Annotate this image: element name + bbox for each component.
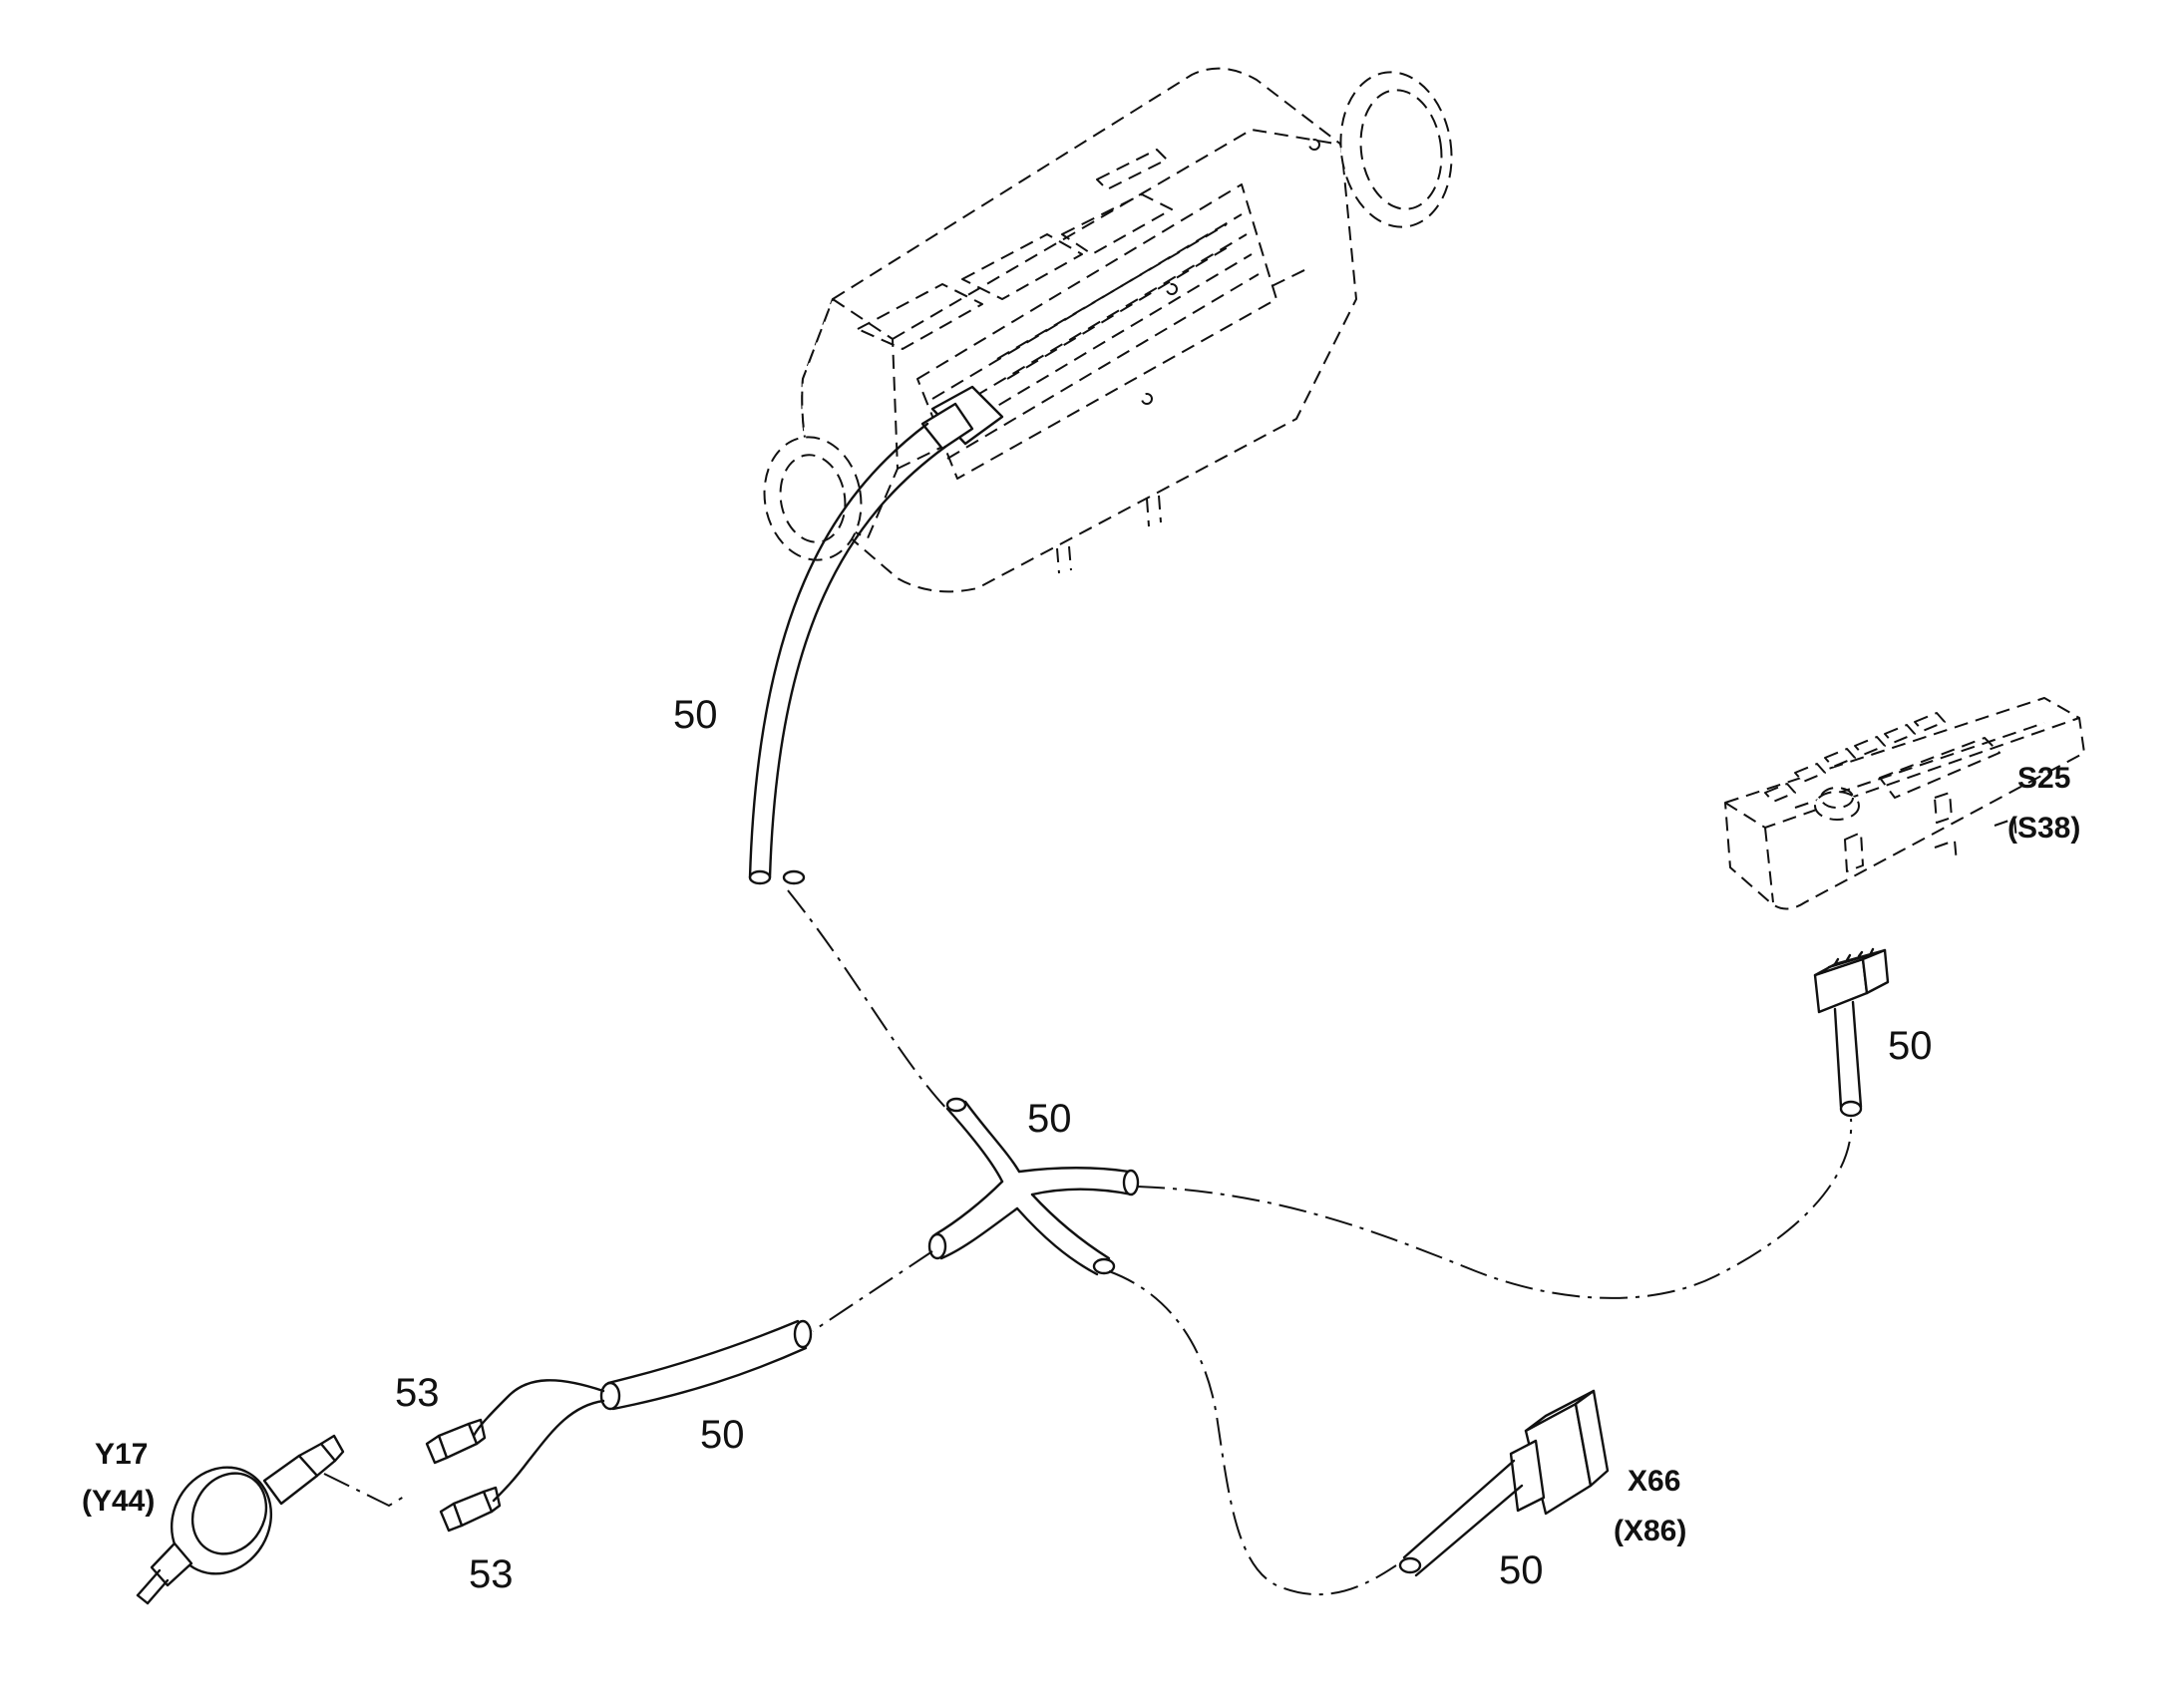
fuel-pump: [136, 1434, 345, 1605]
leader-junction-to-switch: [1136, 1118, 1853, 1299]
label-switch-alt-code: (S38): [2007, 812, 2080, 845]
leader-main-to-junction: [787, 889, 950, 1113]
label-cable-branch: 50: [1027, 1097, 1072, 1141]
connector-x66: [1509, 1389, 1610, 1516]
cable-main: [748, 422, 947, 885]
operating-switch: [1724, 697, 2085, 910]
leader-junction-to-connector: [1108, 1270, 1397, 1596]
label-pump-alt-code: (Y44): [82, 1485, 155, 1518]
label-terminal-top: 53: [395, 1371, 440, 1415]
label-pump-code: Y17: [95, 1438, 148, 1471]
label-switch-code: S25: [2017, 762, 2070, 795]
terminal-top: [425, 1418, 487, 1465]
cable-lower: [472, 1319, 813, 1503]
leader-pump-to-terminals: [323, 1473, 410, 1508]
heater-unit: [763, 67, 1453, 593]
leader-junction-to-lower: [812, 1250, 933, 1332]
terminal-bottom: [439, 1486, 502, 1533]
label-cable-connector: 50: [1499, 1548, 1544, 1592]
label-cable-main: 50: [673, 693, 718, 737]
label-cable-lower: 50: [700, 1413, 745, 1457]
label-connector-code: X66: [1628, 1465, 1680, 1498]
label-cable-switch: 50: [1888, 1024, 1933, 1068]
cable-switch: [1833, 1000, 1863, 1118]
label-terminal-bottom: 53: [469, 1552, 514, 1596]
label-connector-alt: (X86): [1614, 1515, 1686, 1547]
cable-y-junction: [927, 1097, 1140, 1276]
switch-plug: [1813, 947, 1890, 1014]
cable-connector: [1398, 1459, 1524, 1577]
